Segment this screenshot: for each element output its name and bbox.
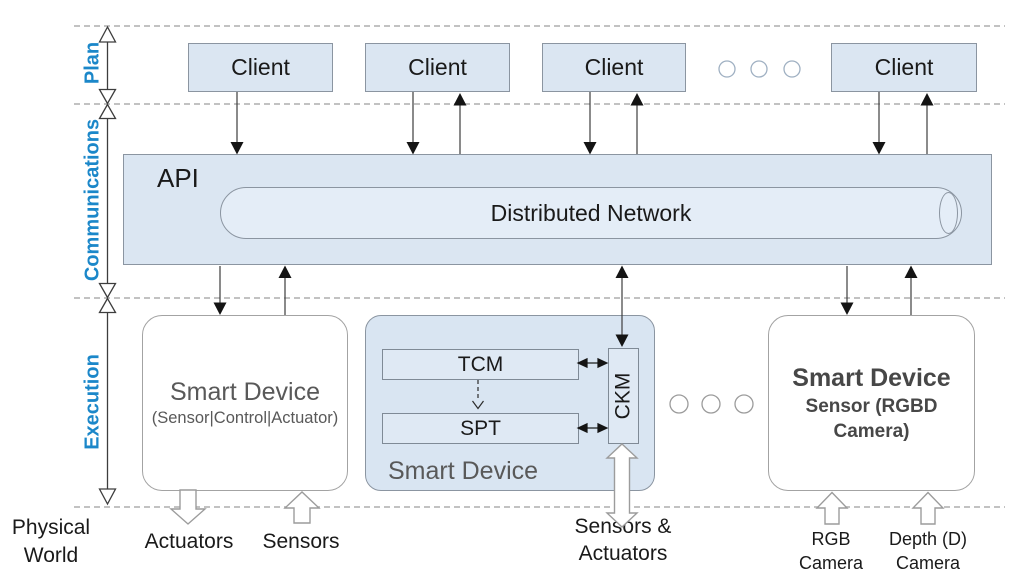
depth-camera-label: Depth (D) Camera bbox=[889, 527, 967, 575]
client-api-arrowheads bbox=[230, 93, 934, 155]
arrowhead-up-icon bbox=[615, 265, 629, 278]
guide-arrowhead-down-icon bbox=[98, 488, 117, 506]
arrowhead-up-icon bbox=[630, 93, 644, 106]
depth-camera-up-arrow-icon bbox=[911, 491, 945, 525]
device-ellipsis-dot bbox=[734, 394, 754, 414]
sensors-actuators-line1: Sensors & bbox=[574, 515, 672, 538]
smart-device-left-title: Smart Device bbox=[169, 378, 321, 406]
sensors-up-arrow-icon bbox=[283, 491, 321, 524]
client-api-arrows bbox=[236, 92, 928, 154]
ckm-module: CKM bbox=[608, 348, 639, 444]
guide-arrowhead-up-icon bbox=[98, 297, 117, 314]
rgb-camera-up-arrow-icon bbox=[815, 491, 849, 525]
smart-device-left: Smart Device (Sensor|Control|Actuator) bbox=[142, 315, 348, 491]
client-box-3: Client bbox=[542, 43, 686, 92]
rgb-camera-line2: Camera bbox=[798, 553, 864, 573]
arrowhead-up-icon bbox=[278, 265, 292, 278]
device-ellipsis-dot bbox=[701, 394, 721, 414]
client-box-2: Client bbox=[365, 43, 510, 92]
arrowhead-down-icon bbox=[230, 142, 244, 155]
depth-camera-line1: Depth (D) bbox=[888, 529, 968, 549]
distributed-network-cylinder: Distributed Network bbox=[220, 187, 962, 239]
distributed-network-label: Distributed Network bbox=[490, 199, 692, 226]
smart-device-middle-title: Smart Device bbox=[388, 457, 539, 485]
client-ellipsis-dot bbox=[718, 60, 736, 78]
guide-arrowhead-up-icon bbox=[98, 103, 117, 120]
depth-camera-line2: Camera bbox=[895, 553, 961, 573]
arrowhead-down-icon bbox=[872, 142, 886, 155]
client-box-1: Client bbox=[188, 43, 333, 92]
actuators-down-arrow-icon bbox=[169, 489, 207, 525]
arrowhead-down-icon bbox=[213, 302, 227, 315]
smart-device-right-title: Smart Device bbox=[792, 364, 951, 392]
spt-module: SPT bbox=[382, 413, 579, 444]
sensors-label: Sensors bbox=[262, 530, 340, 553]
physical-world-label: Physical World bbox=[12, 514, 90, 570]
physical-world-line2: World bbox=[23, 544, 79, 567]
physical-world-line1: Physical bbox=[11, 516, 91, 539]
client-box-4: Client bbox=[831, 43, 977, 92]
arrowhead-down-icon bbox=[406, 142, 420, 155]
client-ellipsis-dot bbox=[750, 60, 768, 78]
device-ellipsis-dot bbox=[669, 394, 689, 414]
smart-device-left-subtitle: (Sensor|Control|Actuator) bbox=[151, 409, 339, 427]
tcm-module: TCM bbox=[382, 349, 579, 380]
cylinder-end-ellipse bbox=[939, 192, 958, 234]
ckm-label: CKM bbox=[611, 372, 635, 420]
layer-label-plan: Plan bbox=[81, 41, 104, 85]
smart-device-right: Smart Device Sensor (RGBD Camera) bbox=[768, 315, 975, 491]
arrowhead-up-icon bbox=[453, 93, 467, 106]
rgb-camera-label: RGB Camera bbox=[799, 527, 863, 575]
arrowhead-up-icon bbox=[920, 93, 934, 106]
actuators-label: Actuators bbox=[144, 530, 234, 553]
layer-label-communications: Communications bbox=[81, 118, 104, 282]
guide-arrowhead-down-icon bbox=[98, 88, 117, 105]
sensors-actuators-line2: Actuators bbox=[578, 542, 668, 565]
sensors-actuators-label: Sensors & Actuators bbox=[575, 513, 672, 567]
guide-arrowhead-up-icon bbox=[98, 25, 117, 43]
rgb-camera-line1: RGB bbox=[811, 529, 851, 549]
arrowhead-down-icon bbox=[840, 302, 854, 315]
guide-arrowhead-down-icon bbox=[98, 282, 117, 299]
smart-device-right-subtitle: Sensor (RGBD Camera) bbox=[805, 396, 938, 442]
api-label: API bbox=[157, 163, 199, 193]
arrowhead-up-icon bbox=[904, 265, 918, 278]
layer-label-execution: Execution bbox=[81, 354, 104, 450]
smart-device-middle: TCM SPT CKM Smart Device bbox=[365, 315, 655, 491]
arrowhead-down-icon bbox=[583, 142, 597, 155]
client-ellipsis-dot bbox=[783, 60, 801, 78]
